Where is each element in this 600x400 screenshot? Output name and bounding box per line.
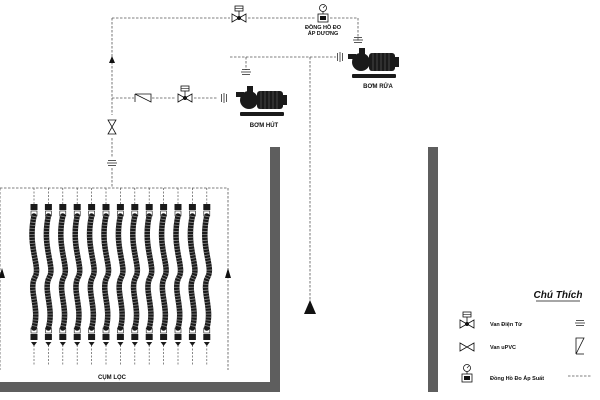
tank-wall-right [428, 147, 438, 392]
solenoid-valve-suction-icon [177, 85, 193, 103]
flow-arrow-left-up-icon [0, 268, 5, 278]
pipe-network [0, 17, 359, 370]
filter-cluster-label: CỤM LỌC [98, 375, 127, 381]
wash-pump-icon [347, 47, 400, 79]
union-joint-main-icon [106, 160, 118, 166]
tank-floor [0, 382, 280, 392]
flow-arrow-down-icon [109, 56, 115, 63]
suction-pump-label: BƠM HÚT [250, 122, 279, 129]
filter-cartridge [86, 188, 97, 365]
pressure-gauge-icon [317, 4, 329, 23]
legend-solenoid-valve-icon [459, 311, 475, 329]
legend-pressure-gauge-icon [461, 364, 473, 383]
filter-cartridge [202, 188, 213, 365]
filter-cartridge [101, 188, 112, 365]
legend-solenoid-valve-label: Van Điện Từ [490, 322, 522, 328]
filter-cartridge [144, 188, 155, 365]
check-valve-icon [134, 93, 152, 103]
flow-arrow-right-up-icon [225, 268, 231, 278]
legend-title: Chú Thích [534, 290, 583, 301]
pressure-gauge-label-line2: ÁP DƯƠNG [308, 30, 339, 37]
filter-cartridge [130, 188, 141, 365]
filter-cluster [29, 188, 213, 365]
filter-cartridge [173, 188, 184, 365]
tank-wall-left [270, 147, 280, 392]
filter-cartridge [115, 188, 126, 365]
union-joint-suction-icon [240, 69, 252, 75]
legend-upvc-valve-label: Van uPVC [490, 345, 516, 351]
suction-pump-icon [235, 85, 288, 117]
filter-cartridge [72, 188, 83, 365]
solenoid-valve-top-icon [231, 5, 247, 23]
flow-arrow-up-icon [304, 300, 316, 314]
legend-union-joint-icon [574, 320, 586, 326]
pressure-gauge-label-line1: ĐỒNG HỒ ĐO [305, 24, 342, 31]
legend-check-valve-icon [575, 337, 585, 355]
union-joint-suction-side-icon [221, 92, 227, 104]
legend: Chú Thích Van Điện Từ Van uPVC Đồng Hồ Đ… [459, 290, 592, 383]
filter-cartridge [29, 188, 40, 365]
upvc-valve-main-icon [107, 119, 117, 135]
filter-cartridge [158, 188, 169, 365]
wash-pump-label: BƠM RỬA [363, 83, 393, 90]
filter-cartridge [187, 188, 198, 365]
legend-upvc-valve-icon [459, 342, 475, 352]
filter-cartridge [43, 188, 54, 365]
legend-pressure-gauge-label: Đồng Hồ Đo Áp Suất [490, 375, 544, 382]
filter-cartridge [58, 188, 69, 365]
union-joint-wash-side-icon [337, 51, 343, 63]
